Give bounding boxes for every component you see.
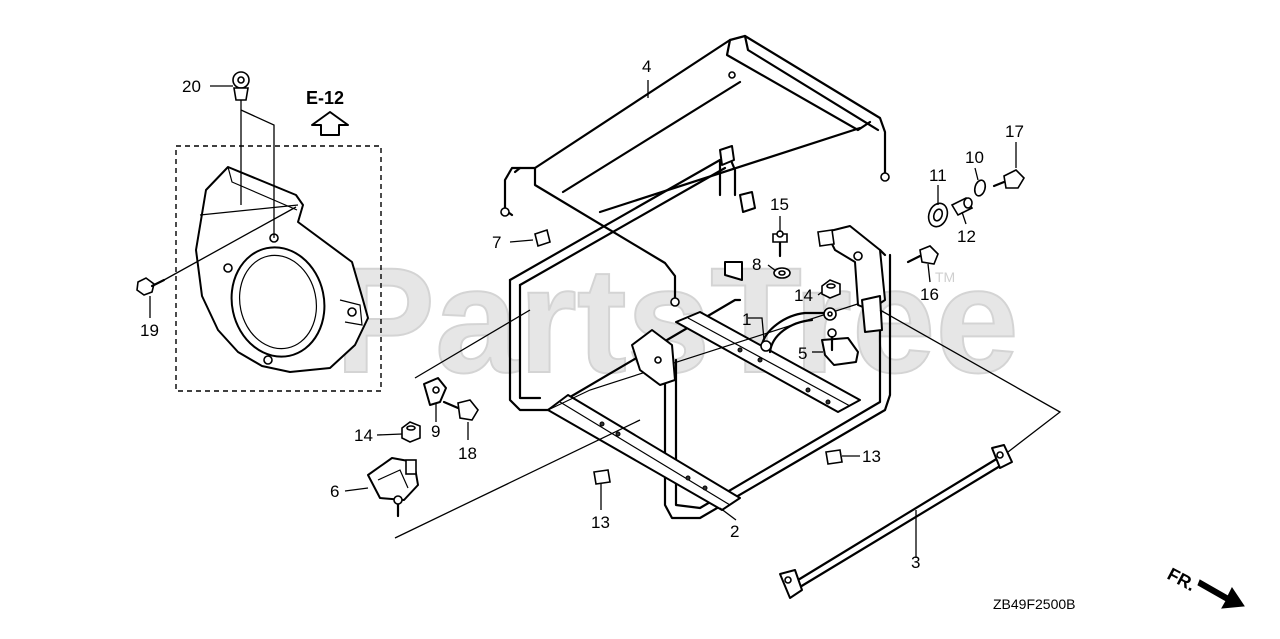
callout-2: 2 bbox=[730, 522, 739, 541]
watermark: PartsTree TM bbox=[334, 235, 1020, 405]
svg-text:TM: TM bbox=[935, 269, 955, 285]
bracket-5 bbox=[821, 328, 859, 366]
front-arrow-icon bbox=[1197, 579, 1245, 609]
callout-3: 3 bbox=[911, 553, 920, 572]
grommet-11 bbox=[927, 202, 949, 228]
callout-14-left: 14 bbox=[354, 426, 373, 445]
callout-1: 1 bbox=[742, 310, 751, 329]
diagram-code: ZB49F2500B bbox=[993, 596, 1076, 612]
nut-14-right bbox=[821, 279, 841, 299]
callout-6: 6 bbox=[330, 482, 339, 501]
bolt-19 bbox=[136, 277, 166, 296]
callout-4: 4 bbox=[642, 57, 651, 76]
reference-arrow: E-12 bbox=[306, 88, 349, 136]
callout-11: 11 bbox=[929, 166, 947, 185]
callout-18: 18 bbox=[458, 444, 477, 463]
bolt-16 bbox=[906, 245, 939, 265]
bar-3 bbox=[779, 444, 1013, 599]
callout-9: 9 bbox=[431, 422, 440, 441]
callout-16: 16 bbox=[920, 285, 939, 304]
clip-9 bbox=[423, 377, 447, 406]
nut-14-left bbox=[401, 421, 421, 443]
callout-8: 8 bbox=[752, 255, 761, 274]
svg-text:PartsTree: PartsTree bbox=[335, 236, 1019, 404]
clip-7 bbox=[534, 228, 551, 248]
main-frame-assembly bbox=[500, 34, 892, 520]
bolt-20 bbox=[232, 71, 250, 101]
callout-14-right: 14 bbox=[794, 286, 813, 305]
callout-7: 7 bbox=[492, 233, 501, 252]
bolt-17 bbox=[992, 169, 1026, 189]
clip-13-right bbox=[825, 449, 843, 465]
callout-20: 20 bbox=[182, 77, 201, 96]
callout-15: 15 bbox=[770, 195, 789, 214]
ground-cable-1 bbox=[760, 307, 837, 354]
callout-19: 19 bbox=[140, 321, 159, 340]
callout-12: 12 bbox=[957, 227, 976, 246]
mount-6 bbox=[367, 457, 419, 518]
up-arrow-icon bbox=[311, 111, 349, 136]
callout-13-right: 13 bbox=[862, 447, 881, 466]
callout-17: 17 bbox=[1005, 122, 1024, 141]
washer-10 bbox=[973, 179, 987, 197]
fan-cover-assembly bbox=[175, 145, 382, 392]
washer-8 bbox=[773, 267, 791, 279]
callout-10: 10 bbox=[965, 148, 984, 167]
collar-12 bbox=[950, 196, 974, 217]
front-label: FR. bbox=[1164, 564, 1199, 595]
clip-13-bottom bbox=[593, 469, 611, 485]
reference-label: E-12 bbox=[306, 88, 344, 108]
front-marker: FR. bbox=[1164, 564, 1245, 609]
bolt-15 bbox=[772, 230, 788, 258]
bolt-18 bbox=[442, 399, 479, 421]
callout-13-bottom: 13 bbox=[591, 513, 610, 532]
fan-cover-boundary bbox=[175, 145, 382, 392]
callout-5: 5 bbox=[798, 344, 807, 363]
